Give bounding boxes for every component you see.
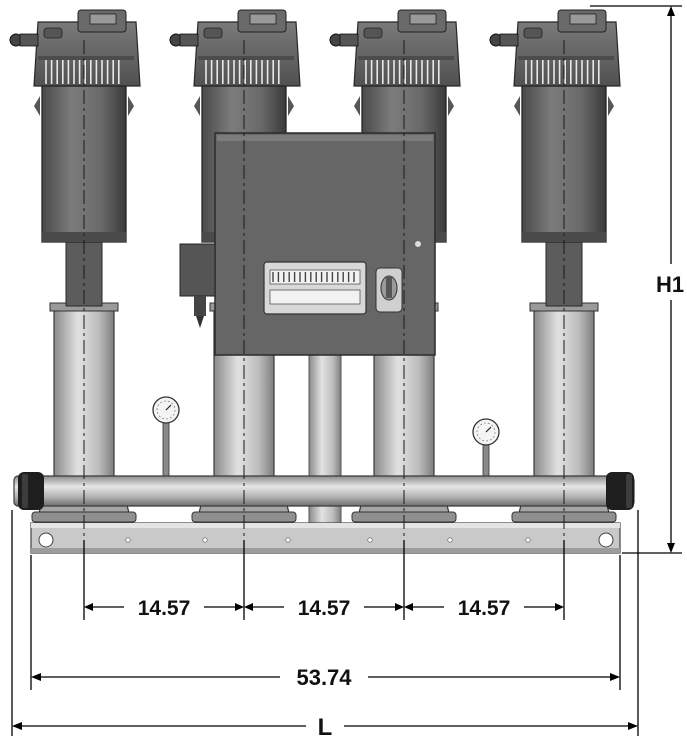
base-mount-hole-left [38, 532, 54, 548]
pump-spacing-label: 14.57 [138, 597, 191, 620]
pump-spacing-label: 14.57 [458, 597, 511, 620]
left-pipe-cap [18, 472, 44, 510]
breaker-strip [263, 261, 367, 315]
manifold-length-dimension: 53.74 [31, 665, 620, 690]
pump-spacing-dimension: 14.57 [84, 597, 244, 620]
pressure-gauge-icon [472, 418, 500, 477]
pump-center-lines [45, 40, 565, 545]
overall-height-dimension: H1 [656, 6, 684, 553]
manifold-length-label: 53.74 [296, 665, 352, 690]
base-frame [30, 522, 621, 554]
overall-height-label: H1 [656, 272, 684, 297]
base-mount-hole-right [598, 532, 614, 548]
manifold-pipe [13, 472, 635, 510]
pump-spacing-dimension: 14.57 [244, 597, 404, 620]
gauge-group [152, 396, 500, 477]
pump-spacing-dimension: 14.57 [404, 597, 564, 620]
pressure-gauge-icon [152, 396, 180, 477]
pump-spacing-dimensions: 14.57 14.57 14.57 [84, 597, 564, 620]
pump-1 [9, 9, 141, 523]
overall-length-label: L [318, 714, 333, 739]
pump-4 [489, 9, 621, 523]
dimension-lines [11, 5, 682, 736]
pump-spacing-label: 14.57 [298, 597, 351, 620]
main-switch [375, 267, 403, 313]
junction-box [179, 243, 216, 328]
control-panel [214, 132, 436, 356]
overall-length-dimension: L [12, 714, 638, 739]
